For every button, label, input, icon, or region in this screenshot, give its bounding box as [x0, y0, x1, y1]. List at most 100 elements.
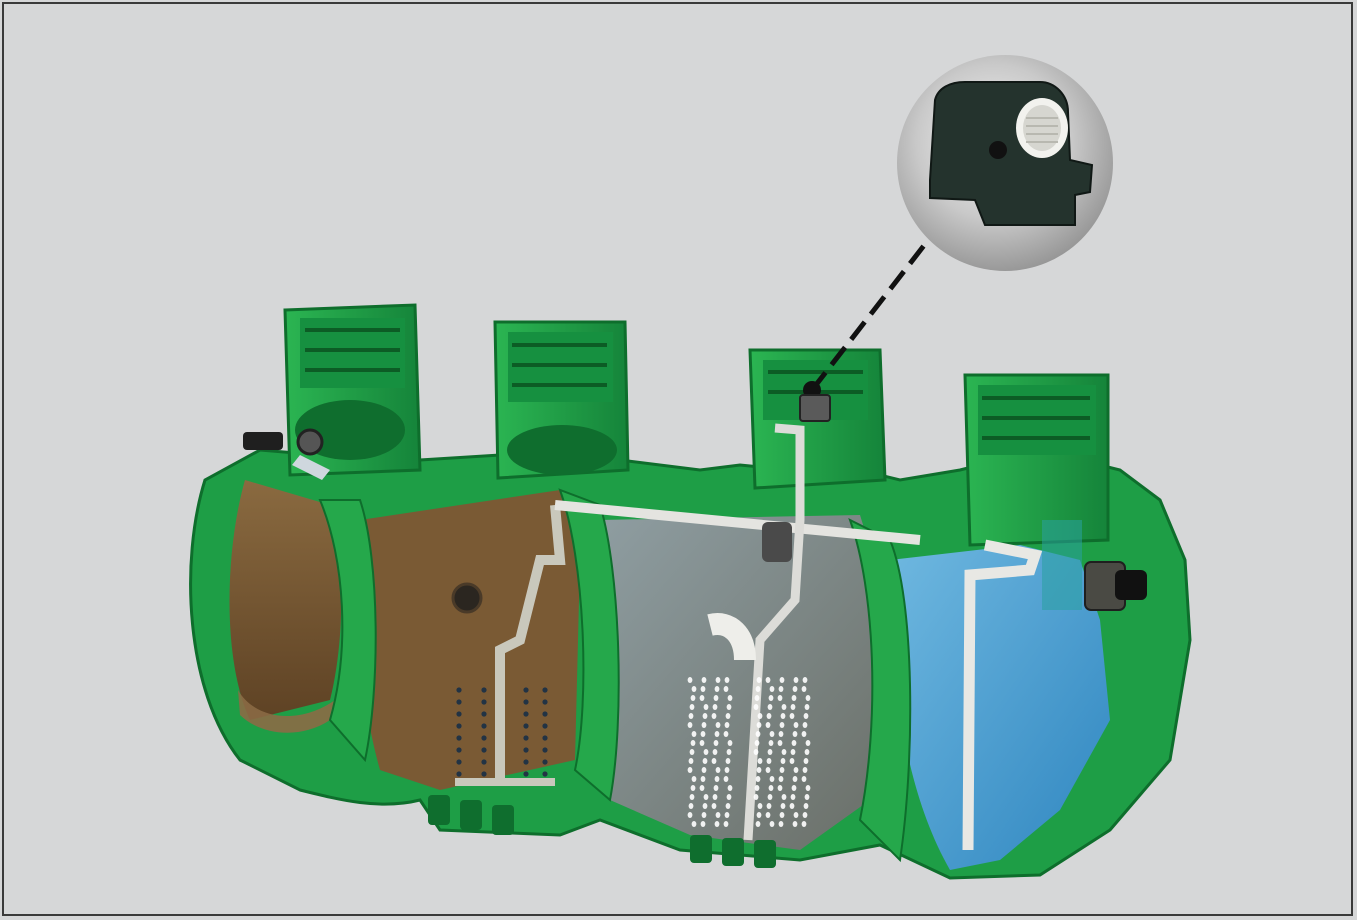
dark-bubble [481, 735, 486, 740]
air-bubble [688, 767, 693, 773]
air-bubble [701, 731, 706, 737]
dark-bubble [456, 771, 461, 776]
air-bubble [689, 758, 694, 764]
air-bubble [688, 722, 693, 728]
air-bubble [758, 758, 763, 764]
air-bubble [756, 776, 761, 782]
dark-bubble [456, 747, 461, 752]
air-bubble [794, 722, 799, 728]
air-bubble [757, 812, 762, 818]
air-bubble [768, 794, 773, 800]
dark-bubble [542, 759, 547, 764]
air-bubble [780, 722, 785, 728]
air-bubble [716, 722, 721, 728]
air-bubble [768, 749, 773, 755]
air-bubble [767, 803, 772, 809]
air-bubble [804, 758, 809, 764]
air-bubble [792, 740, 797, 746]
air-bubble [782, 704, 787, 710]
air-bubble [767, 758, 772, 764]
air-bubble [715, 686, 720, 692]
dark-bubble [481, 747, 486, 752]
air-bubble [805, 749, 810, 755]
dark-bubble [523, 759, 528, 764]
air-bubble [766, 677, 771, 683]
air-bubble [770, 731, 775, 737]
air-bubble [804, 713, 809, 719]
air-bubble [802, 821, 807, 827]
dark-bubble [523, 771, 528, 776]
air-bubble [713, 704, 718, 710]
air-bubble [690, 794, 695, 800]
air-bubble [727, 749, 732, 755]
air-bubble [782, 749, 787, 755]
dark-bubble [456, 735, 461, 740]
primary-sludge-chamber [229, 480, 341, 720]
air-bubble [768, 704, 773, 710]
air-bubble [790, 803, 795, 809]
baffle-hole [453, 584, 481, 612]
dark-bubble [542, 735, 547, 740]
dark-bubble [456, 759, 461, 764]
air-bubble [794, 812, 799, 818]
air-bubble [691, 740, 696, 746]
alarm-inset [897, 55, 1113, 271]
dark-bubble [542, 699, 547, 704]
air-bubble [769, 695, 774, 701]
dark-bubble [481, 759, 486, 764]
air-bubble [702, 812, 707, 818]
air-bubble [701, 776, 706, 782]
air-bubble [802, 776, 807, 782]
air-bubble [713, 749, 718, 755]
dark-bubble [481, 771, 486, 776]
air-bubble [782, 794, 787, 800]
dark-bubble [456, 723, 461, 728]
air-bubble [716, 677, 721, 683]
air-bubble [803, 812, 808, 818]
air-bubble [754, 794, 759, 800]
air-bubble [757, 722, 762, 728]
air-bubble [704, 704, 709, 710]
air-bubble [702, 677, 707, 683]
air-bubble [805, 704, 810, 710]
air-bubble [704, 749, 709, 755]
dark-bubble [481, 711, 486, 716]
air-bubble [779, 821, 784, 827]
air-bubble [692, 776, 697, 782]
air-bubble [712, 713, 717, 719]
air-bubble [803, 722, 808, 728]
air-bubble [702, 767, 707, 773]
air-bubble [725, 677, 730, 683]
aeration-chamber [593, 515, 880, 850]
air-bubble [766, 812, 771, 818]
air-bubble [755, 740, 760, 746]
air-bubble [700, 785, 705, 791]
dark-bubble [456, 711, 461, 716]
air-bubble [794, 677, 799, 683]
air-bubble [790, 758, 795, 764]
air-bubble [688, 677, 693, 683]
air-bubble [692, 821, 697, 827]
settling-chamber [357, 490, 580, 790]
air-bubble [769, 740, 774, 746]
dark-bubble [481, 687, 486, 692]
air-bubble [725, 767, 730, 773]
air-bubble [754, 749, 759, 755]
air-bubble [714, 785, 719, 791]
air-bubble [806, 740, 811, 746]
air-bubble [727, 794, 732, 800]
air-bubble [703, 758, 708, 764]
air-bubble [779, 731, 784, 737]
air-bubble [716, 812, 721, 818]
dark-bubble [481, 723, 486, 728]
dark-bubble [523, 699, 528, 704]
air-bubble [726, 803, 731, 809]
air-bubble [792, 785, 797, 791]
air-bubble [701, 686, 706, 692]
air-bubble [766, 722, 771, 728]
air-bubble [794, 767, 799, 773]
air-bubble [724, 686, 729, 692]
air-bubble [727, 704, 732, 710]
